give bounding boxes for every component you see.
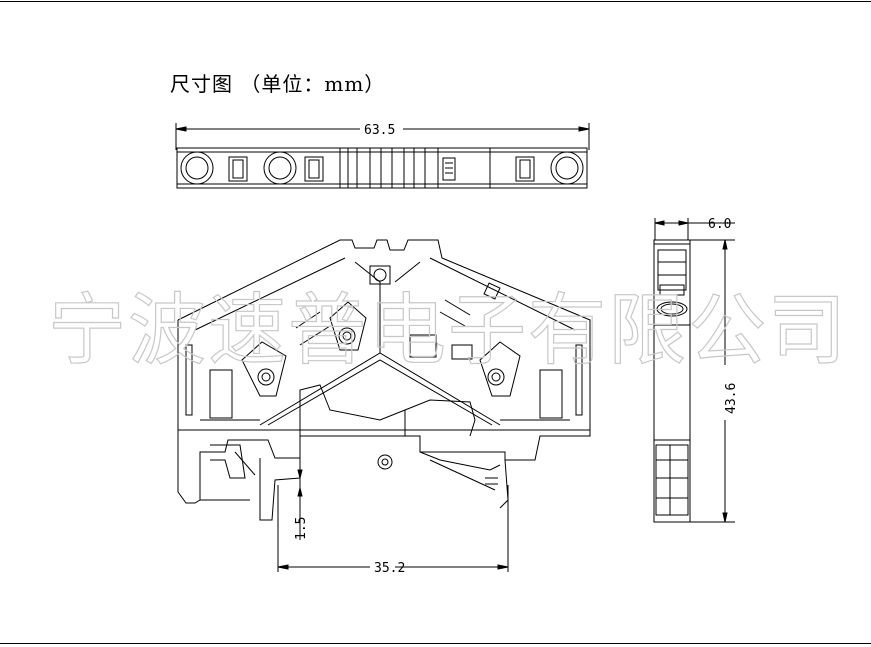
watermark: 宁波速普电子有限公司 <box>48 286 848 376</box>
dim-rail-width: 35.2 <box>374 561 405 576</box>
top-border <box>0 1 871 2</box>
top-view <box>175 123 590 189</box>
bottom-border <box>0 643 871 644</box>
front-view <box>177 239 591 572</box>
drawing-title: 尺寸图 （单位：mm） <box>170 72 386 96</box>
dim-height: 43.6 <box>724 383 739 414</box>
dim-rail-thickness: 1.5 <box>294 517 309 540</box>
side-view <box>653 218 735 523</box>
dim-width: 6.0 <box>708 217 731 232</box>
dim-length: 63.5 <box>364 123 395 138</box>
